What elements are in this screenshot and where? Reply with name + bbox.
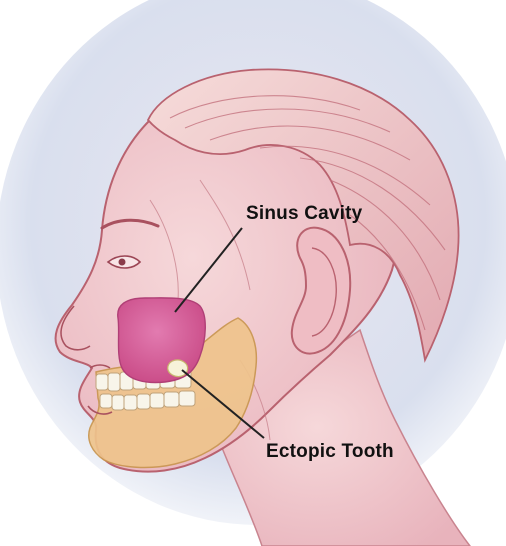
ectopic-tooth	[168, 360, 188, 377]
eye-pupil	[119, 259, 126, 266]
ectopic-tooth-label: Ectopic Tooth	[266, 441, 394, 463]
sinus-cavity	[118, 298, 206, 383]
sinus-cavity-label: Sinus Cavity	[246, 203, 362, 225]
